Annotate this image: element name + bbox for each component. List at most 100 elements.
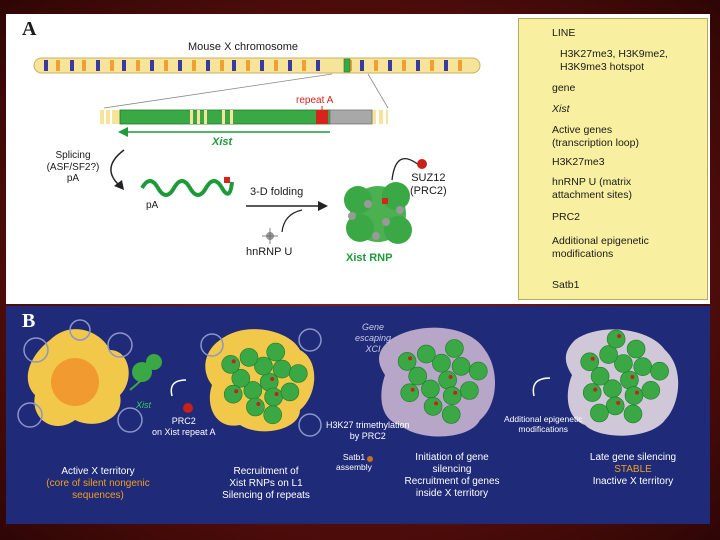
prc2-line2: on Xist repeat A: [152, 426, 216, 437]
xist-rnp-cluster: [288, 364, 308, 383]
xist-rnp-cluster: [441, 405, 461, 424]
xist-rnp-cluster: [650, 361, 669, 381]
legend-text: gene: [552, 82, 576, 94]
prc2-mark: [616, 400, 621, 405]
xist-rnp-cluster: [266, 342, 286, 362]
pa-label: pA: [146, 200, 159, 211]
xist-rnp-cluster: [397, 352, 417, 371]
panel-b-letter: B: [22, 310, 36, 332]
legend-text: PRC2: [552, 211, 581, 223]
chromosome-band: [44, 60, 48, 71]
prc2-mark: [410, 387, 415, 392]
chromosome-band: [96, 60, 100, 71]
legend-text: H3K9me3 hotspot: [560, 60, 645, 73]
suz12-arrow: [391, 157, 421, 181]
chromosome-band: [458, 60, 462, 71]
legend-text: attachment sites): [552, 188, 632, 201]
chromosome-band: [316, 60, 320, 71]
prc2-mark: [408, 356, 413, 361]
stage3-arrow: [532, 377, 551, 397]
prc2-mark: [617, 334, 622, 339]
chromosome-band: [444, 60, 448, 71]
prc2-mark: [630, 375, 635, 379]
stage3-caption: Initiation of gene silencing Recruitment…: [382, 452, 522, 500]
chromosome-band: [302, 60, 306, 71]
chromosome-band: [136, 60, 140, 71]
prc2-dot-b: [183, 403, 193, 413]
xist-rnp-cluster: [468, 361, 488, 381]
xist-label: Xist: [212, 136, 233, 148]
legend-text: Satb1: [552, 279, 580, 291]
repeat-a-label: repeat A: [296, 95, 334, 106]
xist-b-label: Xist: [136, 400, 152, 410]
legend-item-xist: Xist: [552, 103, 570, 116]
xist-rnp-cluster: [423, 397, 443, 416]
prc2-repeat-label: PRC2 on Xist repeat A: [152, 416, 216, 438]
legend-item-h3k27me3: H3K27me3: [552, 156, 605, 169]
legend-item-prc2: PRC2: [552, 211, 580, 224]
chromosome-band: [360, 60, 364, 71]
legend-text: Xist: [552, 103, 570, 115]
xist-rnp-cluster: [254, 356, 273, 376]
xist-locus: [100, 109, 388, 125]
stage1-caption: Active X territory (core of silent nonge…: [28, 466, 168, 502]
zoom-line-left: [103, 73, 333, 109]
hnrnp-label: hnRNP U: [246, 246, 293, 258]
stage1-line1: Active X territory: [61, 466, 135, 477]
chromosome-band: [416, 60, 420, 71]
xist-rnp-cluster: [221, 355, 240, 374]
chromosome-band: [388, 60, 392, 71]
xist-rnp-cluster: [620, 370, 639, 390]
stage4-caption: Late gene silencing STABLE Inactive X te…: [568, 452, 698, 488]
stage-recruitment: [200, 328, 322, 437]
xist-rnp-cluster: [280, 382, 300, 402]
xist-rnp-cluster: [590, 366, 610, 386]
gene-escaping-label: Gene escaping XCI: [355, 322, 391, 354]
xist-rnp-cluster: [582, 383, 602, 402]
xist-rnp-cluster: [445, 339, 464, 358]
xist-rnp-cluster: [606, 329, 626, 349]
prc2-mark: [635, 390, 639, 395]
legend-text: H3K27me3, H3K9me2,: [560, 48, 668, 60]
xist-rnp-cluster: [614, 354, 633, 373]
chromosome-band: [288, 60, 292, 71]
chromosome-band: [70, 60, 74, 71]
chromosome-band: [122, 60, 126, 71]
folding-arrow: [246, 201, 328, 211]
prc2-mark: [270, 377, 275, 381]
stage-late-silencing: [565, 329, 679, 436]
prc2-mark: [434, 401, 439, 406]
legend-text: Active genes: [552, 124, 613, 136]
h3k27-1: H3K27 trimethylation: [326, 420, 410, 430]
chromosome-band: [82, 60, 86, 71]
xist-rnp-cluster: [416, 344, 436, 364]
folding-label: 3-D folding: [250, 186, 304, 198]
prc2-mark: [274, 392, 279, 396]
legend-text: modifications: [552, 247, 614, 260]
chromosome-band: [220, 60, 224, 71]
stage1-line2: (core of silent nongenic: [46, 478, 150, 489]
legend-item-gene: gene: [552, 82, 575, 95]
xist-rnp-cluster: [438, 370, 457, 390]
xist-rnp-cluster: [580, 352, 600, 372]
stage4-line2: STABLE: [614, 464, 652, 475]
chromosome-band: [56, 60, 60, 71]
gene-escaping-1: Gene: [362, 322, 385, 332]
stage4-line1: Late gene silencing: [589, 452, 677, 463]
xist-rnp-cluster: [442, 386, 462, 406]
xist-rnp-cluster: [223, 384, 243, 404]
chromosome-band: [164, 60, 168, 71]
xist-band: [343, 58, 351, 73]
xist-rnp-label: Xist RNP: [346, 252, 393, 264]
prc2-mark: [231, 359, 236, 364]
xist-rnp-cluster: [408, 366, 428, 386]
stage1-line3: sequences): [72, 490, 124, 501]
stage3-line1: Initiation of gene: [415, 452, 489, 463]
legend-item-hotspot: H3K27me3, H3K9me2,H3K9me3 hotspot: [560, 48, 668, 73]
chromosome-band: [206, 60, 210, 71]
xist-rnp-cluster: [626, 339, 646, 359]
prc2-mark: [453, 390, 458, 395]
chromosome-band: [374, 60, 378, 71]
